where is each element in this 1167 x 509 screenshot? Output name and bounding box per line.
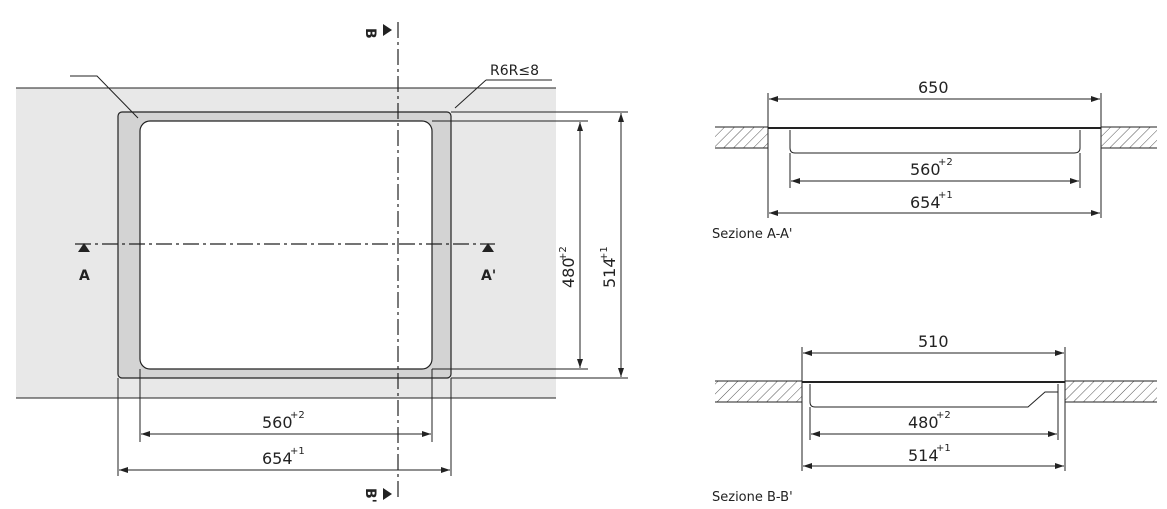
section-b-dim-top: 510 [918,332,949,351]
dim-inner-width-tol: +2 [290,410,305,421]
hatch-right-b [1065,381,1157,402]
section-b-dim-middle: 480 [908,413,939,432]
hatch-right-a [1101,127,1157,148]
cooktop-body-a [789,130,1081,154]
inner-cutout [139,120,433,370]
section-b-title: Sezione B-B' [712,490,793,505]
section-a-dim-top: 650 [918,78,949,97]
section-a-view: 650 560 +2 654 +1 Sezione A-A' [712,78,1157,242]
dim-outer-height: 514 [600,257,619,288]
section-a-dim-middle-tol: +2 [938,157,953,168]
section-b-dim-middle-tol: +2 [936,410,951,421]
dim-inner-height: 480 [559,257,578,288]
dim-inner-height-tol: +2 [558,246,569,261]
section-label-a: A [79,268,90,284]
section-arrow-b-prime [383,488,392,500]
section-b-dim-bottom-tol: +1 [936,443,951,454]
section-arrow-a-prime [482,243,494,252]
section-b-view: 510 480 +2 514 +1 Sezione B-B' [712,332,1157,505]
section-a-title: Sezione A-A' [712,227,793,242]
leader-line-left [70,75,139,119]
section-label-b-prime: B' [362,488,378,503]
hatch-left-a [715,127,768,148]
section-label-a-prime: A' [481,268,496,284]
section-label-b: B [362,28,378,39]
plan-view: R6R≤8 A A' B B' 480 +2 514 +1 [16,22,628,503]
leader-line-radius [454,79,487,109]
section-a-dim-bottom: 654 [910,193,941,212]
section-a-dim-middle: 560 [910,160,941,179]
dim-outer-width-tol: +1 [290,446,305,457]
dim-inner-width: 560 [262,413,293,432]
dim-outer-height-tol: +1 [599,246,610,261]
section-a-dim-bottom-tol: +1 [938,190,953,201]
hatch-left-b [715,381,802,402]
section-arrow-a [78,243,90,252]
radius-note: R6R≤8 [490,63,539,79]
section-b-dim-bottom: 514 [908,446,939,465]
section-arrow-b [383,24,392,36]
dim-outer-width: 654 [262,449,293,468]
cooktop-body-b [809,384,1059,408]
